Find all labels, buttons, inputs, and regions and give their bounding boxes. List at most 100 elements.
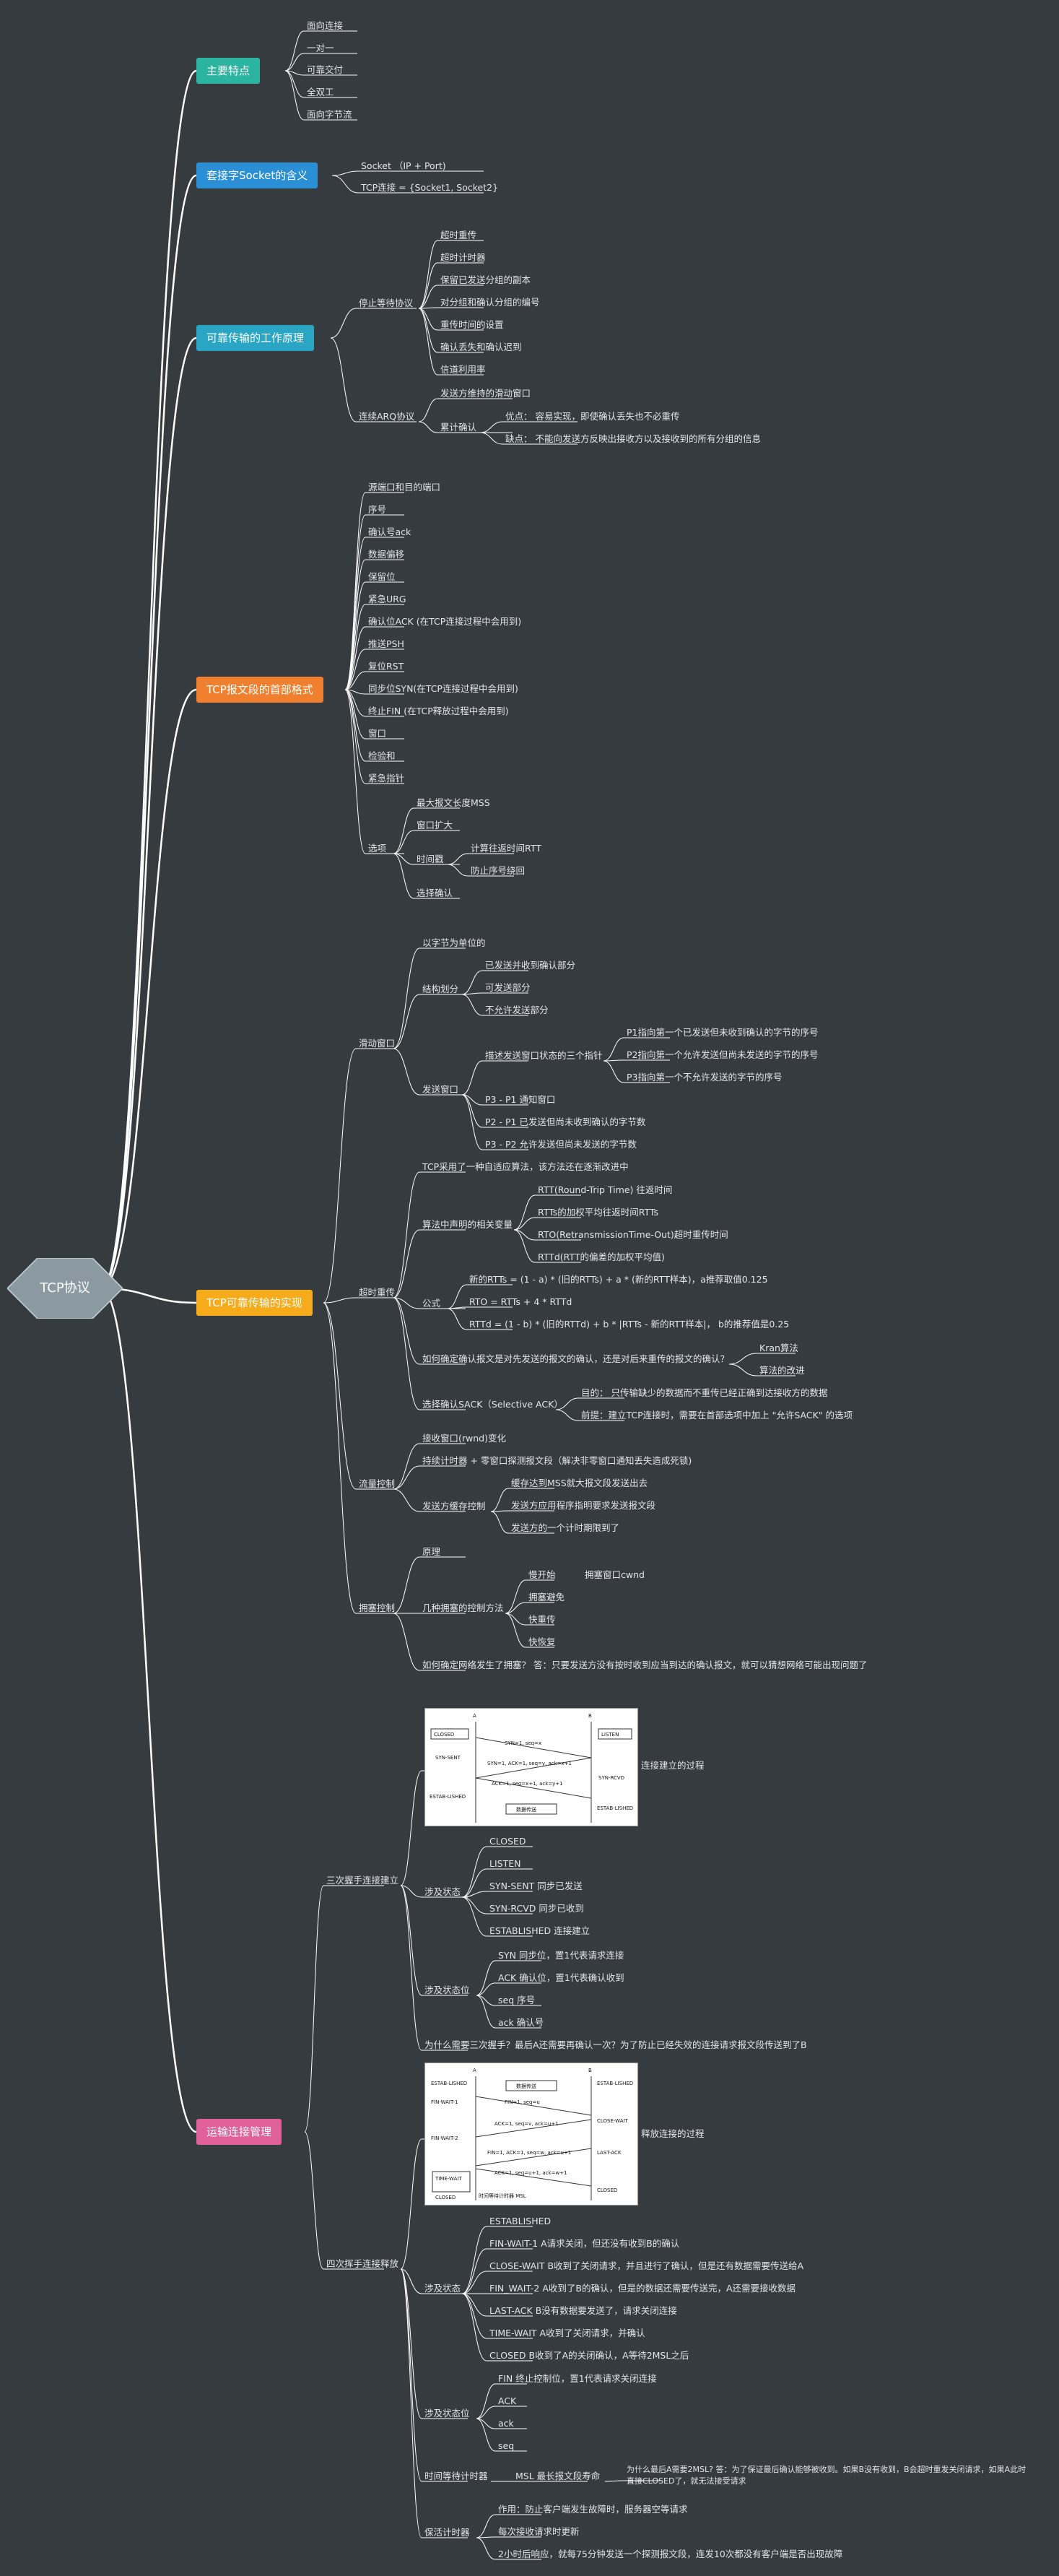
node-h-8[interactable]: 复位RST: [368, 661, 404, 672]
node-arq-0[interactable]: 发送方维持的滑动窗口: [440, 388, 531, 399]
branch-reliable-principle[interactable]: 可靠传输的工作原理: [196, 325, 315, 351]
node-algo-3[interactable]: RTTd(RTT的偏差的加权平均值): [538, 1252, 665, 1262]
node-ff-3[interactable]: seq: [498, 2440, 515, 2451]
node-four-flags[interactable]: 涉及状态位: [424, 2408, 470, 2419]
node-slide-a[interactable]: 以字节为单位的: [422, 937, 486, 948]
node-f-2[interactable]: RTTd = (1 - b) * (旧的RTTd) + b * |RTTs - …: [469, 1319, 790, 1330]
node-rto-a[interactable]: TCP采用了一种自适应算法，该方法还在逐渐改进中: [422, 1161, 629, 1172]
node-four-img-label[interactable]: 释放连接的过程: [641, 2128, 705, 2139]
node-stop-wait[interactable]: 停止等待协议: [359, 298, 414, 308]
node-tf3-3[interactable]: ack 确认号: [498, 2017, 544, 2028]
node-fs-5[interactable]: TIME-WAIT A收到了关闭请求，并确认: [489, 2328, 645, 2338]
node-opt-1[interactable]: 窗口扩大: [417, 820, 453, 831]
node-arq-pros[interactable]: 优点： 容易实现，即使确认丢失也不必重传: [505, 411, 680, 422]
node-ptr-0[interactable]: P1指向第一个已发送但未收到确认的字节的序号: [627, 1027, 819, 1038]
node-sw-i1[interactable]: P2 - P1 已发送但尚未收到确认的字节数: [485, 1116, 646, 1127]
node-sendwin[interactable]: 发送窗口: [422, 1084, 459, 1095]
node-cwnd[interactable]: 拥塞窗口cwnd: [585, 1569, 645, 1580]
node-ts3-2[interactable]: SYN-SENT 同步已发送: [489, 1881, 583, 1891]
node-h-10[interactable]: 终止FIN (在TCP释放过程中会用到): [368, 706, 509, 716]
node-f-1[interactable]: RTO = RTTs + 4 * RTTd: [469, 1296, 572, 1307]
node-algo-2[interactable]: RTO(RetransmissionTime-Out)超时重传时间: [538, 1229, 728, 1240]
node-sw-0[interactable]: 超时重传: [440, 230, 477, 240]
node-struct-0[interactable]: 已发送并收到确认部分: [485, 960, 576, 971]
node-fs-2[interactable]: CLOSE-WAIT B收到了关闭请求，并且进行了确认，但是还有数据需要传送给A: [489, 2260, 804, 2271]
node-tf3-1[interactable]: ACK 确认位，置1代表确认收到: [498, 1972, 624, 1983]
node-slide-window[interactable]: 滑动窗口: [359, 1038, 396, 1049]
node-h-7[interactable]: 推送PSH: [368, 638, 404, 649]
node-sw-1[interactable]: 超时计时器: [440, 252, 486, 263]
node-algo-0[interactable]: RTT(Round-Trip Time) 往返时间: [538, 1184, 673, 1195]
node-tf3-0[interactable]: SYN 同步位，置1代表请求连接: [498, 1950, 624, 1961]
node-tf3-2[interactable]: seq 序号: [498, 1995, 536, 2005]
node-sw-5[interactable]: 确认丢失和确认迟到: [440, 342, 522, 352]
node-msl-q2[interactable]: 直接CLOSED了，就无法接受请求: [627, 2476, 746, 2486]
node-cm-2[interactable]: 快重传: [528, 1614, 556, 1625]
node-h-6[interactable]: 确认位ACK (在TCP连接过程中会用到): [368, 616, 522, 627]
branch-connection-mgmt[interactable]: 运输连接管理: [196, 2119, 282, 2145]
node-ff-2[interactable]: ack: [498, 2418, 514, 2429]
node-ts3-1[interactable]: LISTEN: [489, 1858, 521, 1869]
node-sw-i0[interactable]: P3 - P1 通知窗口: [485, 1094, 556, 1105]
node-flow-0[interactable]: 接收窗口(rwnd)变化: [422, 1433, 506, 1444]
node-flow-1[interactable]: 持续计时器 + 零窗口探测报文段（解决非零窗口通知丢失造成死锁): [422, 1455, 692, 1466]
node-flow-2[interactable]: 发送方缓存控制: [422, 1501, 486, 1512]
node-options[interactable]: 选项: [368, 843, 387, 854]
node-b1-2[interactable]: 可靠交付: [307, 64, 344, 75]
node-keep-2[interactable]: 2小时后响应，就每75分钟发送一个探测报文段，连发10次都没有客户端是否出现故障: [498, 2549, 843, 2559]
node-sw-2[interactable]: 保留已发送分组的副本: [440, 274, 531, 285]
node-opt-0[interactable]: 最大报文长度MSS: [417, 797, 490, 808]
node-algo[interactable]: 算法中声明的相关变量: [422, 1219, 513, 1230]
node-ptr-1[interactable]: P2指向第一个允许发送但尚未发送的字节的序号: [627, 1049, 819, 1060]
node-b2-0[interactable]: Socket （IP + Port): [361, 160, 446, 171]
node-arq-1[interactable]: 累计确认: [440, 422, 477, 433]
node-h-0[interactable]: 源端口和目的端口: [368, 482, 441, 493]
node-rto[interactable]: 超时重传: [359, 1287, 396, 1298]
node-sack-0[interactable]: 目的： 只传输缺少的数据而不重传已经正确到达接收方的数据: [581, 1387, 828, 1398]
node-cm-3[interactable]: 快恢复: [528, 1636, 556, 1647]
node-ts3-0[interactable]: CLOSED: [489, 1836, 526, 1847]
node-ff-1[interactable]: ACK: [498, 2395, 517, 2406]
node-sack-1[interactable]: 前提：建立TCP连接时，需要在首部选项中加上 "允许SACK" 的选项: [581, 1410, 853, 1421]
node-sack[interactable]: 选择确认SACK（Selective ACK）: [422, 1399, 563, 1410]
node-arq-cons[interactable]: 缺点： 不能向发送方反映出接收方以及接收到的所有分组的信息: [505, 433, 761, 444]
node-h-4[interactable]: 保留位: [368, 571, 396, 582]
node-ts-0[interactable]: 计算往返时间RTT: [471, 843, 541, 854]
node-buf-2[interactable]: 发送方的一个计时期限到了: [511, 1522, 620, 1533]
node-h-1[interactable]: 序号: [368, 504, 387, 515]
node-three-q[interactable]: 为什么需要三次握手？最后A还需要再确认一次？为了防止已经失效的连接请求报文段传送…: [424, 2039, 807, 2050]
node-h-5[interactable]: 紧急URG: [368, 594, 406, 604]
node-h-13[interactable]: 紧急指针: [368, 773, 405, 784]
node-h-11[interactable]: 窗口: [368, 728, 387, 739]
node-keep-0[interactable]: 作用：防止客户端发生故障时，服务器空等请求: [498, 2504, 688, 2515]
node-fs-4[interactable]: LAST-ACK B没有数据要发送了，请求关闭连接: [489, 2305, 677, 2316]
node-fs-0[interactable]: ESTABLISHED: [489, 2216, 552, 2226]
node-h-3[interactable]: 数据偏移: [368, 549, 405, 560]
node-buf-0[interactable]: 缓存达到MSS就大报文段发送出去: [511, 1478, 648, 1488]
node-q-1[interactable]: 算法的改进: [759, 1365, 805, 1376]
node-cong[interactable]: 拥塞控制: [359, 1603, 396, 1613]
node-b1-0[interactable]: 面向连接: [307, 20, 344, 31]
node-three-img-label[interactable]: 连接建立的过程: [641, 1760, 705, 1771]
node-ts3-4[interactable]: ESTABLISHED 连接建立: [489, 1925, 590, 1936]
branch-header-format[interactable]: TCP报文段的首部格式: [196, 677, 323, 703]
node-b1-3[interactable]: 全双工: [307, 87, 334, 97]
node-four[interactable]: 四次挥手连接释放: [326, 2258, 399, 2269]
node-b1-1[interactable]: 一对一: [307, 43, 334, 53]
node-f-0[interactable]: 新的RTTs = (1 - a) * (旧的RTTs) + a * (新的RTT…: [469, 1274, 768, 1285]
node-msl[interactable]: MSL 最长报文段寿命: [515, 2471, 601, 2481]
node-q-0[interactable]: Kran算法: [759, 1343, 798, 1353]
node-opt-2[interactable]: 时间戳: [417, 854, 444, 864]
node-h-2[interactable]: 确认号ack: [368, 526, 411, 537]
node-flow[interactable]: 流量控制: [359, 1478, 396, 1489]
branch-main-features[interactable]: 主要特点: [196, 58, 261, 84]
node-msl-q[interactable]: 为什么最后A需要2MSL? 答：为了保证最后确认能够被收到。如果B没有收到，B会…: [627, 2465, 1027, 2474]
root-node[interactable]: TCP协议: [7, 1258, 123, 1319]
node-cong-q[interactable]: 如何确定网络发生了拥塞？ 答：只要发送方没有按时收到应当到达的确认报文，就可以猜…: [422, 1660, 868, 1670]
node-buf-1[interactable]: 发送方应用程序指明要求发送报文段: [511, 1500, 656, 1511]
node-sw-6[interactable]: 信道利用率: [440, 364, 486, 375]
node-three-states[interactable]: 涉及状态: [424, 1886, 461, 1897]
node-struct-2[interactable]: 不允许发送部分: [485, 1005, 549, 1015]
node-opt-3[interactable]: 选择确认: [417, 888, 453, 898]
node-question[interactable]: 如何确定确认报文是对先发送的报文的确认，还是对后来重传的报文的确认？: [422, 1353, 730, 1364]
